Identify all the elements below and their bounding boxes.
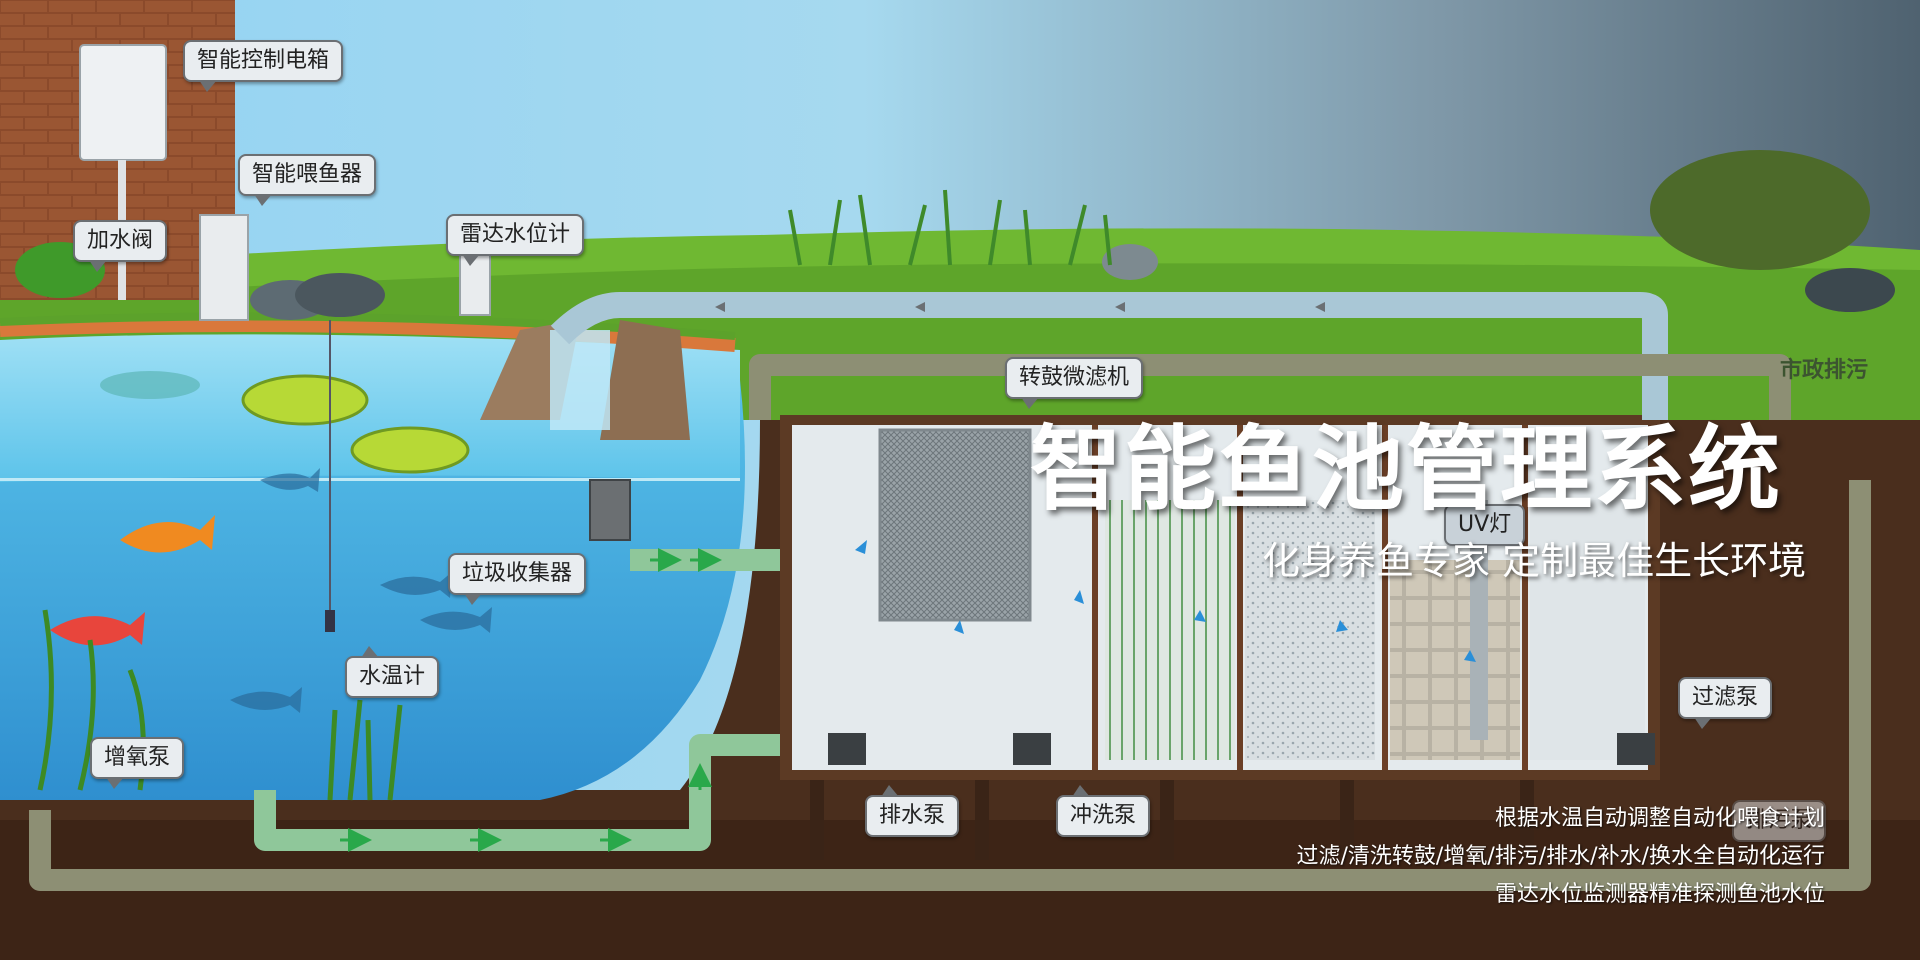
feeder-label: 智能喂鱼器 [238, 154, 377, 206]
debris-collector-label: 垃圾收集器 [448, 553, 587, 605]
feature-line: 根据水温自动调整自动化喂食计划 [1494, 806, 1825, 831]
uv-lamp-label: UV灯 [1444, 504, 1526, 546]
control-box-label: 智能控制电箱 [183, 40, 344, 92]
sewage-pump-label: 排污泵 [1732, 800, 1827, 842]
aerator-label: 增氧泵 [90, 737, 185, 789]
drain-pump-label: 排水泵 [865, 785, 960, 837]
subtitle: 化身养鱼专家 定制最佳生长环境 [1262, 539, 1807, 583]
municipal-drain-label: 市政排污 [1780, 358, 1869, 383]
flush-pump-label: 冲洗泵 [1056, 785, 1151, 837]
drum-filter-label: 转鼓微滤机 [1005, 357, 1144, 409]
filter-pump-label: 过滤泵 [1678, 677, 1773, 729]
main-title: 智能鱼池管理系统 [1030, 416, 1783, 523]
fill-valve-label: 加水阀 [73, 220, 168, 272]
feature-line: 过滤/清洗转鼓/增氧/排污/排水/补水/换水全自动化运行 [1296, 844, 1825, 869]
feature-line: 雷达水位监测器精准探测鱼池水位 [1494, 882, 1825, 907]
water-temp-label: 水温计 [345, 646, 440, 698]
radar-level-label: 雷达水位计 [446, 214, 585, 266]
